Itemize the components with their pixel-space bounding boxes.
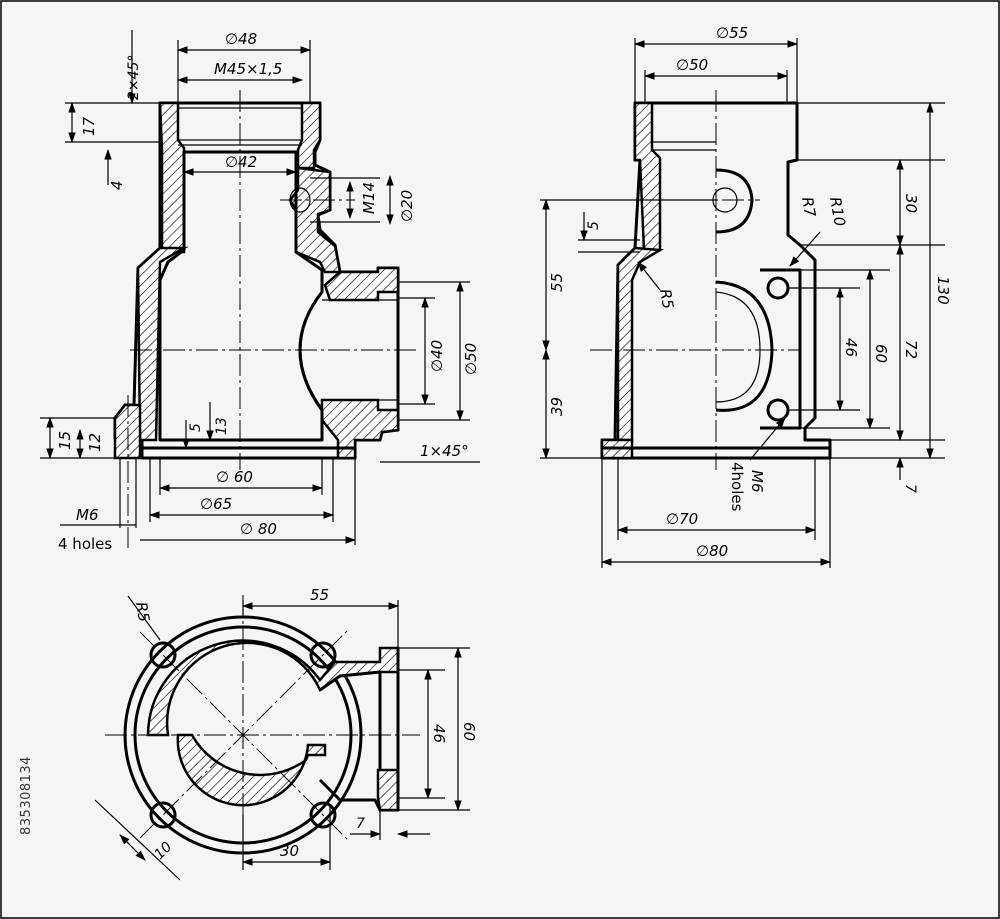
dim-r5: R5 [656, 288, 677, 311]
dim-h5: 5 [586, 221, 602, 230]
side-view: ∅55 ∅50 55 39 5 R5 R7 R10 30 130 46 [540, 24, 952, 568]
dim-h60: 60 [872, 344, 890, 363]
dim-chamfer-1x45: 1×45° [420, 442, 469, 460]
top-lug-lr [309, 801, 337, 829]
top-diag-axis-1 [139, 631, 349, 841]
dim-m14: M14 [360, 182, 378, 214]
dim-chamfer-2x45: 2×45° [126, 55, 142, 100]
side-flange-plate [760, 268, 802, 430]
dim-d60: ∅ 60 [216, 468, 253, 486]
dim-h130: 130 [934, 276, 952, 305]
top-view: 55 R5 46 60 7 30 10 [94, 586, 478, 881]
leader [127, 595, 161, 641]
top-lug-ll [149, 801, 177, 829]
dim-h72: 72 [902, 340, 920, 359]
dim-d48: ∅48 [225, 30, 257, 48]
dim-h13: 13 [214, 417, 230, 435]
dim-d80: ∅80 [696, 542, 728, 560]
dim-r10: R10 [826, 196, 849, 228]
dim-w55: 55 [310, 586, 329, 604]
note-m6: M6 [748, 470, 766, 493]
dim-h7: 7 [902, 484, 918, 493]
dim-line [119, 834, 146, 861]
dim-h5: 5 [188, 423, 204, 432]
dim-h4: 4 [108, 180, 126, 190]
top-lower-wall-hatch [176, 733, 327, 807]
dim-d42: ∅42 [225, 153, 257, 171]
front-boss-hatch [288, 166, 342, 274]
stock-id: 835308134 [19, 756, 34, 835]
dim-d50: ∅50 [676, 56, 708, 74]
dim-h55: 55 [548, 273, 566, 292]
front-view: ∅48 M45×1,5 2×45° ∅42 17 4 M14 ∅20 ∅40 ∅… [40, 30, 480, 553]
dim-d80: ∅ 80 [240, 520, 277, 538]
front-wall-right-hatch [296, 101, 322, 170]
note-m6: M6 [76, 506, 99, 524]
side-boss [715, 168, 754, 234]
top-port-flange-lower-hatch [376, 768, 400, 812]
dim-h60: 60 [460, 722, 478, 741]
dim-w30: 30 [280, 842, 299, 860]
dim-d65: ∅65 [200, 495, 232, 513]
dim-h46: 46 [430, 724, 448, 743]
leader [789, 231, 821, 267]
dim-d55: ∅55 [716, 24, 748, 42]
leader [749, 417, 786, 461]
top-diag-axis-2 [139, 629, 349, 839]
dim-d50: ∅50 [462, 343, 480, 375]
dim-h15: 15 [56, 431, 74, 450]
top-lug-ul [149, 641, 177, 669]
note-4-holes: 4 holes [58, 535, 112, 553]
front-side-port-top-hatch [323, 266, 400, 302]
dim-h30: 30 [902, 194, 920, 213]
dim-r5: R5 [132, 601, 153, 624]
dim-h39: 39 [548, 397, 566, 416]
dim-d20: ∅20 [398, 190, 416, 222]
dim-h46: 46 [842, 338, 860, 357]
dim-h17: 17 [80, 116, 98, 136]
dim-w7: 7 [356, 816, 365, 832]
note-4holes: 4holes [728, 462, 746, 512]
front-side-port-bottom-hatch [320, 398, 400, 460]
top-lug-ur [309, 641, 337, 669]
dim-m45: M45×1,5 [214, 60, 282, 78]
dim-r7: R7 [798, 196, 819, 219]
dim-h12: 12 [86, 433, 104, 452]
dim-d70: ∅70 [666, 510, 698, 528]
leader [637, 261, 661, 291]
dim-d40: ∅40 [428, 340, 446, 372]
